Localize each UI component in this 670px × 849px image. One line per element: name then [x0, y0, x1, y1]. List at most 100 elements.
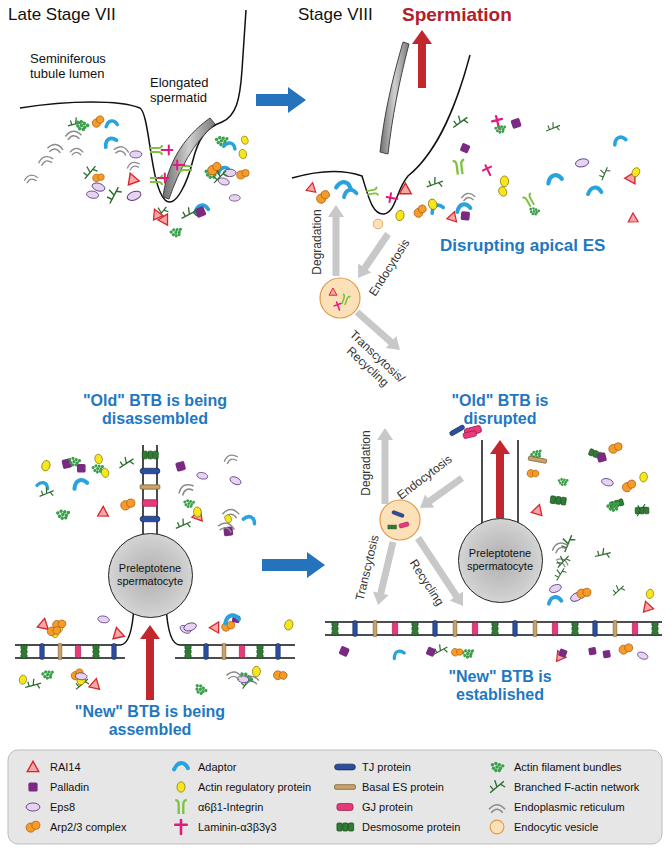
cell-membrane	[142, 445, 144, 545]
legend-text: Eps8	[50, 801, 75, 813]
actin-bundle-symbol	[96, 467, 100, 471]
branched-actin-symbol	[25, 677, 42, 693]
branched-actin-symbol	[119, 456, 134, 469]
gj-protein-symbol	[463, 430, 477, 438]
desmosome-symbol	[572, 622, 578, 626]
er-symbol	[70, 148, 83, 155]
tj-protein-symbol	[391, 510, 404, 518]
basal-es-symbol	[140, 485, 160, 489]
event-label: Disrupting apical ES	[440, 236, 605, 256]
rai14-symbol	[400, 183, 412, 194]
desmosome-symbol	[550, 496, 556, 504]
legend-symbol	[332, 758, 358, 776]
branched-actin-symbol	[490, 780, 505, 793]
legend-symbol	[332, 818, 358, 836]
arp23-symbol	[91, 115, 106, 128]
er-symbol	[65, 131, 82, 140]
integrin-symbol	[175, 800, 187, 814]
arp23-symbol	[614, 443, 622, 451]
tj-protein-symbol	[140, 516, 160, 522]
desmosome-symbol	[550, 496, 566, 505]
legend-item: TJ protein	[332, 758, 411, 776]
integrin-symbol	[522, 193, 536, 208]
actin-bundle-symbol	[91, 463, 105, 475]
branched-actin-symbol	[427, 175, 445, 191]
legend-item: Laminin-α3β3γ3	[168, 818, 277, 836]
actin-regulator-symbol	[395, 210, 405, 222]
branched-actin-symbol	[634, 503, 649, 516]
branched-actin-symbol	[68, 116, 85, 132]
integrin-symbol	[522, 193, 536, 208]
tj-protein-symbol	[433, 620, 438, 636]
legend-item: α6β1-Integrin	[168, 798, 263, 816]
branched-actin-symbol	[182, 206, 199, 221]
arp23-symbol	[621, 480, 636, 493]
actin-regulator-symbol	[252, 666, 261, 677]
legend-symbol	[332, 778, 358, 796]
integrin-symbol	[150, 175, 162, 185]
tj-protein-symbol	[593, 620, 598, 636]
actin-bundle-symbol	[71, 457, 74, 460]
palladin-symbol	[588, 647, 597, 656]
legend-text: TJ protein	[362, 761, 411, 773]
tj-protein-symbol	[276, 643, 281, 659]
desmosome-symbol	[185, 645, 191, 658]
actin-bundle-symbol	[501, 130, 505, 134]
arp23-symbol	[450, 646, 463, 658]
actin-bundle-symbol	[561, 483, 564, 486]
actin-bundle-symbol	[79, 120, 83, 124]
palladin-symbol	[460, 143, 471, 154]
actin-bundle-symbol	[558, 479, 561, 482]
palladin-symbol	[61, 458, 72, 469]
tj-protein-symbol	[204, 643, 209, 659]
eps8-symbol	[575, 158, 590, 169]
desmosome-symbol	[93, 650, 99, 654]
er-symbol	[226, 671, 242, 681]
legend-text: Desmosome protein	[362, 821, 460, 833]
branched-actin-symbol	[427, 175, 445, 191]
legend-item: Eps8	[20, 798, 75, 816]
laminin-symbol	[333, 301, 342, 311]
tj-protein-symbol	[391, 510, 404, 518]
arp23-symbol	[315, 189, 332, 204]
actin-bundle-symbol	[218, 136, 222, 140]
btb-status-label: "Old" BTB is disrupted	[440, 392, 560, 429]
basal-es-symbol	[335, 785, 356, 790]
adaptor-symbol	[37, 481, 49, 490]
legend-text: Arp2/3 complex	[50, 821, 126, 833]
actin-bundle-symbol	[466, 652, 470, 656]
adaptor-symbol	[336, 181, 351, 189]
actin-bundle-symbol	[534, 452, 538, 456]
rai14-symbol	[89, 677, 102, 689]
stage-title: Late Stage VII	[8, 5, 116, 25]
palladin-symbol	[175, 461, 186, 472]
process-label: Spermiation	[402, 4, 512, 26]
adaptor-symbol	[224, 141, 237, 150]
desmosome-symbol	[21, 654, 27, 658]
desmosome-symbol	[332, 622, 338, 635]
desmosome-symbol	[257, 650, 263, 654]
adaptor-symbol	[613, 135, 626, 144]
arp23-symbol	[32, 821, 40, 829]
er-symbol	[37, 155, 54, 167]
adaptor-symbol	[588, 187, 602, 194]
legend-panel	[8, 750, 662, 844]
desmosome-symbol	[185, 654, 191, 658]
trafficking-arrow	[377, 428, 393, 504]
basal-es-symbol	[58, 643, 62, 659]
adaptor-symbol	[336, 181, 351, 189]
tj-protein-symbol	[593, 620, 598, 636]
desmosome-symbol	[153, 451, 158, 459]
tj-protein-symbol	[112, 643, 117, 659]
actin-bundle-symbol	[219, 139, 223, 143]
legend-text: Branched F-actin network	[514, 781, 639, 793]
branched-actin-symbol	[634, 503, 649, 516]
actin-regulator-symbol	[646, 589, 655, 600]
tj-protein-symbol	[335, 764, 356, 770]
basal-es-symbol	[528, 456, 547, 463]
vesicle-symbol	[373, 219, 383, 229]
eps8-symbol	[183, 621, 197, 632]
er-symbol	[461, 193, 476, 201]
adaptor-symbol	[37, 481, 49, 490]
gj-protein-symbol	[239, 645, 244, 658]
